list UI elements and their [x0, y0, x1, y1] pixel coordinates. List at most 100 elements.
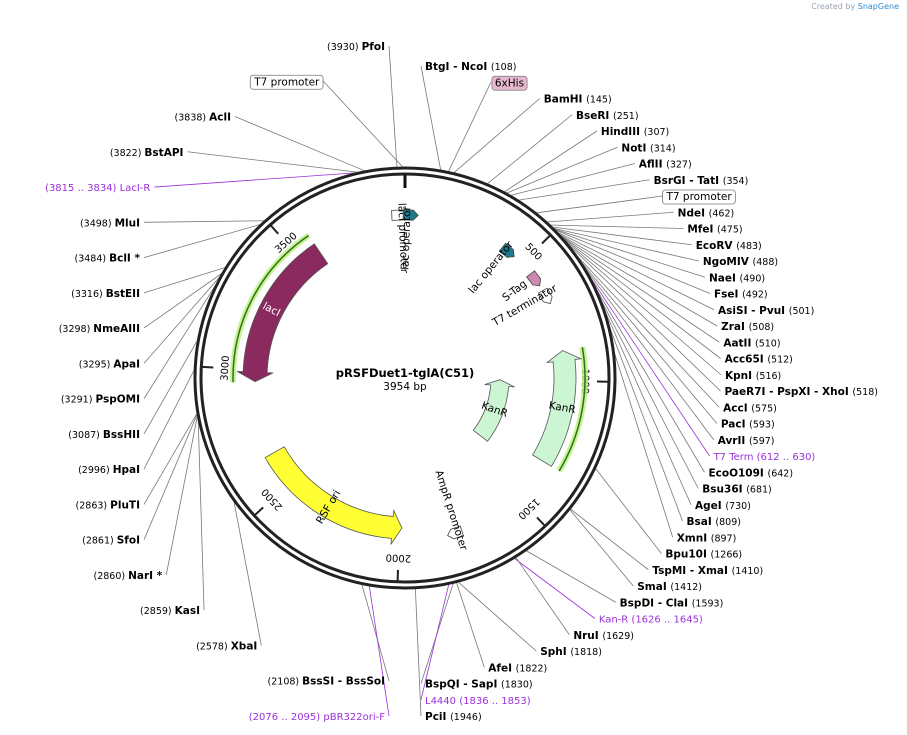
site-label-xmni[interactable]: XmnI (897) — [677, 532, 737, 544]
site-label-asisi[interactable]: AsiSI - PvuI (501) — [718, 305, 814, 317]
site-label-acli[interactable]: (3838) AclI — [175, 112, 231, 124]
tick-3000 — [202, 365, 214, 369]
site-label-btgi[interactable]: BtgI - NcoI (108) — [425, 61, 516, 73]
leader-line — [570, 249, 720, 408]
site-label-pcii[interactable]: PciI (1946) — [425, 711, 482, 723]
site-label-fsei[interactable]: FseI (492) — [714, 289, 768, 301]
site-label-bsai[interactable]: BsaI (809) — [687, 516, 741, 528]
site-label-naei[interactable]: NaeI (490) — [709, 272, 765, 284]
laci-feature[interactable] — [236, 243, 329, 383]
site-label-bseri[interactable]: BseRI (251) — [576, 110, 639, 122]
site-label-pluti[interactable]: (2863) PluTI — [76, 499, 140, 511]
site-label-nmeaiii[interactable]: (3298) NmeAIII — [59, 323, 140, 335]
leader-line — [368, 584, 390, 717]
kanr-inner-feature[interactable] — [472, 379, 515, 442]
site-label-noti[interactable]: NotI (314) — [621, 142, 675, 154]
site-label-aatii[interactable]: AatII (510) — [723, 337, 780, 349]
s-tag-feature[interactable] — [526, 270, 544, 289]
site-label-bsteii[interactable]: (3316) BstEII — [71, 288, 140, 300]
site-label-acci[interactable]: AccI (575) — [723, 402, 777, 414]
site-label-avrii[interactable]: AvrII (597) — [718, 435, 775, 447]
leader-line — [361, 583, 390, 681]
site-position: (2108) — [268, 677, 303, 688]
leader-line — [558, 234, 721, 392]
site-label-agei[interactable]: AgeI (730) — [695, 500, 751, 512]
site-name: MluI — [115, 217, 140, 229]
site-label-hindiii[interactable]: HindIII (307) — [601, 126, 669, 138]
ampr-promoter-feature[interactable] — [446, 525, 464, 540]
leader-line — [143, 273, 223, 399]
lac-operator-feature[interactable] — [402, 209, 419, 221]
site-label-pfoi[interactable]: (3930) PfoI — [327, 41, 385, 53]
site-label-6xhis[interactable]: 6xHis — [495, 77, 524, 89]
site-label-apai[interactable]: (3295) ApaI — [79, 358, 140, 370]
site-label-bspqi[interactable]: BspQI - SapI (1830) — [425, 679, 533, 691]
leader-line — [187, 151, 362, 174]
leader-line — [534, 195, 663, 214]
site-label-t7-promoter[interactable]: T7 promoter — [253, 76, 320, 88]
site-label-tspmi[interactable]: TspMI - XmaI (1410) — [652, 565, 763, 577]
leader-line — [154, 171, 363, 188]
kanr-outer-feature[interactable] — [532, 350, 583, 467]
site-label-smai[interactable]: SmaI (1412) — [637, 581, 702, 593]
leader-line — [143, 266, 227, 294]
site-label-xbai[interactable]: (2578) XbaI — [196, 640, 257, 652]
site-position: (809) — [715, 517, 741, 528]
site-position: (597) — [749, 436, 775, 447]
site-label-bsrgi[interactable]: BsrGI - TatI (354) — [654, 175, 749, 187]
laci-primer-line — [232, 234, 310, 383]
site-label-hpai[interactable]: (2996) HpaI — [78, 464, 140, 476]
site-label-t7-term[interactable]: T7 Term (612 .. 630) — [713, 452, 816, 463]
site-label-t7-promoter[interactable]: T7 promoter — [665, 191, 732, 203]
site-label-kan-r[interactable]: Kan-R (1626 .. 1645) — [599, 615, 703, 626]
site-label-paer7i[interactable]: PaeR7I - PspXI - XhoI (518) — [725, 386, 878, 398]
site-label-ngomiv[interactable]: NgoMIV (488) — [703, 256, 778, 268]
rsf-ori-feature[interactable] — [264, 446, 403, 545]
leader-line — [505, 146, 618, 194]
tick-2500 — [254, 506, 264, 516]
site-label-afei[interactable]: AfeI (1822) — [488, 662, 547, 674]
site-label-zrai[interactable]: ZraI (508) — [721, 321, 774, 333]
site-position: (593) — [749, 420, 775, 431]
site-label-l4440[interactable]: L4440 (1836 .. 1853) — [425, 696, 531, 707]
site-label-paci[interactable]: PacI (593) — [721, 419, 775, 431]
site-name: NdeI — [678, 207, 709, 219]
site-label-ndei[interactable]: NdeI (462) — [678, 207, 735, 219]
site-label-bcli[interactable]: (3484) BclI * — [75, 253, 141, 265]
site-label-bamhi[interactable]: BamHI (145) — [544, 94, 612, 106]
site-label-bstapi[interactable]: (3822) BstAPI — [110, 147, 184, 159]
site-label-bspdi[interactable]: BspDI - ClaI (1593) — [620, 597, 724, 609]
site-name: - ClaI — [658, 597, 692, 609]
site-label-ecoo109i[interactable]: EcoO109I (642) — [708, 467, 793, 479]
site-label-bsu36i[interactable]: Bsu36I (681) — [702, 484, 771, 496]
site-label-ecorv[interactable]: EcoRV (483) — [696, 240, 762, 252]
site-label-aflii[interactable]: AflII (327) — [639, 159, 692, 171]
site-label-sphi[interactable]: SphI (1818) — [540, 646, 602, 658]
site-label-pbr322ori-f[interactable]: (2076 .. 2095) pBR322ori-F — [249, 712, 385, 723]
site-label-pspomi[interactable]: (3291) PspOMI — [61, 394, 140, 406]
site-name: NotI — [621, 142, 650, 154]
lac-operator-2-feature[interactable] — [498, 242, 517, 260]
site-name: AvrII — [718, 435, 749, 447]
site-label-laci-r[interactable]: (3815 .. 3834) LacI-R — [45, 183, 150, 194]
site-label-kasi[interactable]: (2859) KasI — [140, 605, 200, 617]
site-label-kpni[interactable]: KpnI (516) — [725, 370, 781, 382]
site-label-bsshii[interactable]: (3087) BssHII — [68, 429, 140, 441]
site-label-bpu10i[interactable]: Bpu10I (1266) — [665, 549, 742, 561]
leader-line — [143, 412, 199, 540]
feature-box — [491, 75, 528, 91]
plasmid-name: pRSFDuet1-tglA(C51) — [336, 366, 475, 380]
kanr-outer-primer-line — [558, 346, 586, 472]
site-label-nrui[interactable]: NruI (1629) — [573, 630, 634, 642]
site-label-mfei[interactable]: MfeI (475) — [687, 224, 742, 236]
site-name: pBR322ori-F — [323, 712, 385, 723]
site-label-bsssoi[interactable]: (2108) BssSI - BssSoI — [268, 676, 385, 688]
site-name: ZraI — [721, 321, 748, 333]
site-name: - PvuI — [751, 305, 789, 317]
t7-terminator-feature[interactable] — [537, 287, 554, 306]
site-position: (3484) — [75, 254, 110, 265]
site-label-acc65i[interactable]: Acc65I (512) — [725, 354, 793, 366]
site-label-mlui[interactable]: (3498) MluI — [80, 217, 140, 229]
site-label-nari[interactable]: (2860) NarI * — [94, 570, 163, 582]
site-label-sfoi[interactable]: (2861) SfoI — [82, 535, 140, 547]
